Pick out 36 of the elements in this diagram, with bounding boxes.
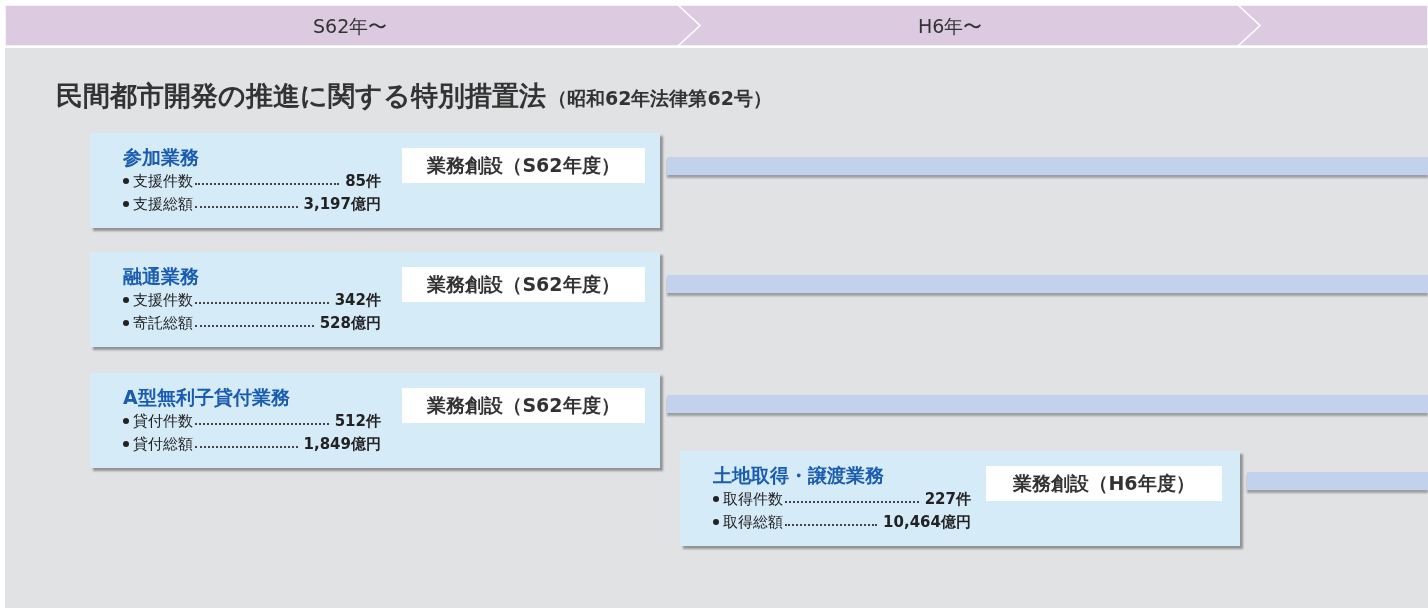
stat-value: 227件 [924,490,971,509]
stat-value: 528億円 [319,314,381,333]
law-number: （昭和62年法律第62号） [548,86,772,111]
period-label: H6年〜 [918,14,983,39]
stat-value: 10,464億円 [883,513,971,532]
start-badge: 業務創設（S62年度） [402,388,645,423]
stat-value: 342件 [334,291,381,310]
timeline-bar [667,395,1428,413]
stat-label: 支援件数 [133,172,193,191]
timeline-bar [667,157,1428,175]
start-badge: 業務創設（S62年度） [402,148,645,183]
stat-value: 512件 [334,412,381,431]
stat-value: 3,197億円 [303,195,381,214]
stat-value: 85件 [345,172,381,191]
business-card [90,373,660,468]
period-label: S62年〜 [313,14,388,39]
timeline-bar [1247,472,1428,490]
stat-label: 支援件数 [133,291,193,310]
stat-value: 1,849億円 [303,435,381,454]
stat-label: 支援総額 [133,195,193,214]
business-card [680,451,1240,546]
card-heading: 参加業務 [123,145,199,170]
start-badge: 業務創設（S62年度） [402,267,645,302]
business-card [90,252,660,347]
card-heading: A型無利子貸付業務 [123,385,290,410]
stat-label: 貸付総額 [133,435,193,454]
business-card [90,133,660,228]
card-heading: 土地取得・譲渡業務 [713,463,884,488]
timeline-bar [667,275,1428,293]
stat-label: 取得件数 [723,490,783,509]
stat-label: 寄託総額 [133,314,193,333]
start-badge: 業務創設（H6年度） [986,466,1222,501]
heading: 民間都市開発の推進に関する特別措置法 [56,79,546,113]
card-heading: 融通業務 [123,264,199,289]
stat-label: 貸付件数 [133,412,193,431]
stat-label: 取得総額 [723,513,783,532]
